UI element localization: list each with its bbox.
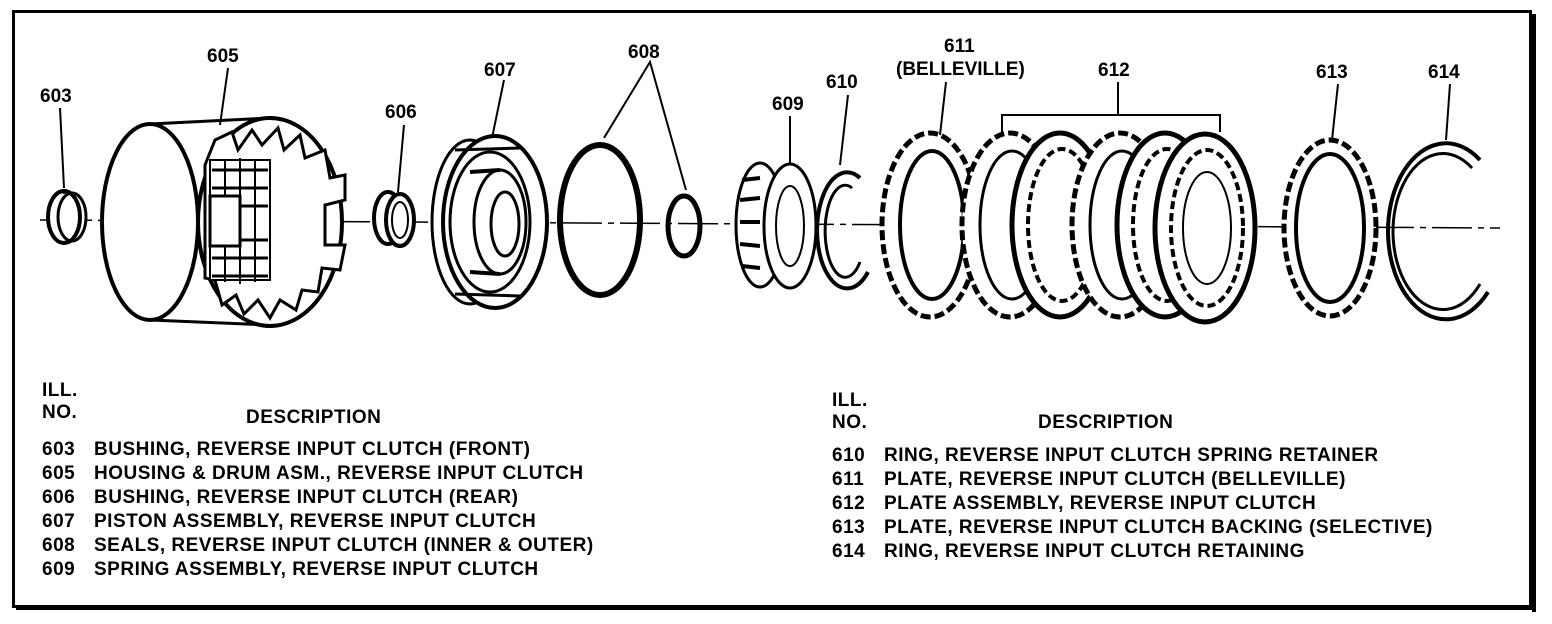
- table-row: 612 PLATE ASSEMBLY, REVERSE INPUT CLUTCH: [832, 492, 1316, 516]
- part-613-backing-plate: [1281, 137, 1379, 319]
- table-row: 603 BUSHING, REVERSE INPUT CLUTCH (FRONT): [42, 438, 531, 462]
- leader-608: [603, 59, 687, 191]
- row-description: RING, REVERSE INPUT CLUTCH SPRING RETAIN…: [884, 445, 1379, 466]
- header-no: NO.: [832, 412, 868, 433]
- row-description: RING, REVERSE INPUT CLUTCH RETAINING: [884, 541, 1305, 562]
- header-ill-no: ILL. NO.: [42, 380, 78, 424]
- frame-shadow-right: [1532, 14, 1536, 612]
- row-description: BUSHING, REVERSE INPUT CLUTCH (REAR): [94, 487, 519, 508]
- row-number: 609: [42, 559, 76, 580]
- header-ill: ILL.: [832, 390, 868, 411]
- row-number: 608: [42, 535, 76, 556]
- frame-shadow-bottom: [16, 606, 1536, 610]
- row-description: PLATE ASSEMBLY, REVERSE INPUT CLUTCH: [884, 493, 1317, 514]
- header-ill: ILL.: [42, 380, 78, 401]
- leader-612: [1001, 82, 1221, 132]
- leader-606: [397, 124, 405, 193]
- row-description: SEALS, REVERSE INPUT CLUTCH (INNER & OUT…: [94, 535, 594, 556]
- part-608-seals: [557, 142, 703, 298]
- part-610-retainer-ring: [815, 170, 870, 291]
- part-614-retaining-ring: [1386, 141, 1490, 322]
- table-row: 608 SEALS, REVERSE INPUT CLUTCH (INNER & …: [42, 534, 594, 558]
- label-610: 610: [826, 72, 858, 93]
- label-607: 607: [484, 60, 516, 81]
- row-number: 610: [832, 445, 866, 466]
- leader-611: [939, 81, 947, 136]
- table-row: 614 RING, REVERSE INPUT CLUTCH RETAINING: [832, 540, 1305, 564]
- row-description: SPRING ASSEMBLY, REVERSE INPUT CLUTCH: [94, 559, 539, 580]
- row-number: 612: [832, 493, 866, 514]
- part-603-bushing-front: [46, 189, 88, 245]
- label-611-note: (BELLEVILLE): [896, 59, 1025, 80]
- label-614: 614: [1428, 62, 1460, 83]
- leader-613: [1331, 83, 1339, 141]
- label-609: 609: [772, 94, 804, 115]
- row-description: BUSHING, REVERSE INPUT CLUTCH (FRONT): [94, 439, 531, 460]
- table-row: 606 BUSHING, REVERSE INPUT CLUTCH (REAR): [42, 486, 518, 510]
- header-no: NO.: [42, 402, 78, 423]
- row-number: 607: [42, 511, 76, 532]
- table-row: 610 RING, REVERSE INPUT CLUTCH SPRING RET…: [832, 444, 1379, 468]
- header-description: DESCRIPTION: [246, 407, 382, 428]
- leader-603: [59, 107, 65, 189]
- row-number: 605: [42, 463, 76, 484]
- row-number: 603: [42, 439, 76, 460]
- row-description: HOUSING & DRUM ASM., REVERSE INPUT CLUTC…: [94, 463, 584, 484]
- row-number: 611: [832, 469, 865, 490]
- table-row: 607 PISTON ASSEMBLY, REVERSE INPUT CLUTCH: [42, 510, 536, 534]
- table-row: 611 PLATE, REVERSE INPUT CLUTCH (BELLEVIL…: [832, 468, 1346, 492]
- part-606-bushing-rear: [372, 190, 416, 248]
- row-description: PLATE, REVERSE INPUT CLUTCH BACKING (SEL…: [884, 517, 1433, 538]
- table-row: 613 PLATE, REVERSE INPUT CLUTCH BACKING (…: [832, 516, 1433, 540]
- leader-614: [1445, 83, 1451, 141]
- label-606: 606: [385, 102, 417, 123]
- row-description: PLATE, REVERSE INPUT CLUTCH (BELLEVILLE): [884, 469, 1346, 490]
- label-608: 608: [628, 42, 660, 63]
- part-605-housing-drum: [100, 116, 347, 328]
- row-number: 606: [42, 487, 76, 508]
- label-612: 612: [1098, 60, 1130, 81]
- part-612-plate-assembly: [959, 130, 1258, 325]
- part-609-spring-assembly: [734, 161, 818, 290]
- leader-607: [491, 79, 505, 139]
- header-description: DESCRIPTION: [1038, 412, 1174, 433]
- leader-605: [219, 67, 229, 126]
- label-611: 611: [944, 36, 975, 57]
- label-605: 605: [207, 46, 239, 67]
- part-607-piston: [430, 134, 549, 310]
- leader-610: [839, 94, 849, 166]
- table-row: 605 HOUSING & DRUM ASM., REVERSE INPUT CL…: [42, 462, 584, 486]
- row-number: 613: [832, 517, 866, 538]
- label-603: 603: [40, 86, 72, 107]
- table-row: 609 SPRING ASSEMBLY, REVERSE INPUT CLUTCH: [42, 558, 539, 582]
- header-ill-no: ILL. NO.: [832, 390, 868, 434]
- row-description: PISTON ASSEMBLY, REVERSE INPUT CLUTCH: [94, 511, 537, 532]
- label-613: 613: [1316, 62, 1348, 83]
- row-number: 614: [832, 541, 866, 562]
